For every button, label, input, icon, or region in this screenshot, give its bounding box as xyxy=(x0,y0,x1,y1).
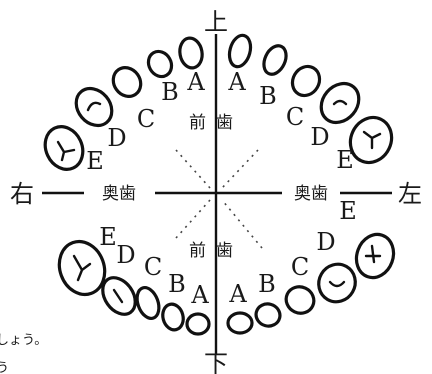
cut-text-line-1: しょう。 xyxy=(0,333,47,348)
letter-upper-right-e: E xyxy=(336,146,354,174)
tooth-upper-left-b xyxy=(144,47,176,81)
letter-upper-left-b: B xyxy=(161,78,179,106)
tooth-upper-right-b xyxy=(260,42,291,78)
letter-lower-left-a: A xyxy=(190,281,209,309)
label-left: 右 xyxy=(10,180,34,208)
label-bottom: 下 xyxy=(204,350,228,374)
letter-lower-right-a: A xyxy=(228,280,247,308)
tooth-lower-left-c xyxy=(133,285,163,322)
tooth-lower-left-a xyxy=(187,314,209,334)
letter-upper-right-a: A xyxy=(227,68,246,96)
letter-upper-right-d: D xyxy=(310,123,329,151)
tooth-upper-left-e xyxy=(38,120,89,175)
cut-text-line-2: う xyxy=(0,361,9,374)
diagonal-upper-left xyxy=(176,150,210,188)
diagonal-lower-left xyxy=(176,200,210,238)
letter-lower-left-e: E xyxy=(99,223,117,251)
letter-upper-right-b: B xyxy=(259,82,277,110)
letter-upper-right-c: C xyxy=(286,103,304,131)
tooth-lower-right-c xyxy=(282,282,318,317)
letter-lower-right-b: B xyxy=(258,270,276,298)
label-molar-left: 奥歯 xyxy=(102,184,136,204)
letter-upper-left-e: E xyxy=(86,147,104,175)
diagonal-upper-right xyxy=(222,150,258,188)
tooth-upper-right-a xyxy=(226,33,254,69)
letter-lower-right-c: C xyxy=(291,253,309,281)
letter-lower-left-c: C xyxy=(144,253,162,281)
letter-upper-left-d: D xyxy=(107,124,126,152)
tooth-upper-right-c xyxy=(287,62,325,101)
letter-lower-left-d: D xyxy=(116,241,135,269)
letter-lower-left-b: B xyxy=(168,270,186,298)
label-top: 上 xyxy=(204,8,228,36)
label-front-lower: 前歯 xyxy=(189,241,243,261)
tooth-lower-left-b xyxy=(160,302,186,332)
tooth-lower-right-d xyxy=(312,258,362,309)
letter-upper-left-a: A xyxy=(186,68,205,96)
tooth-upper-left-a xyxy=(178,36,205,69)
letter-upper-left-c: C xyxy=(137,105,155,133)
tooth-upper-left-c xyxy=(108,62,147,101)
tooth-lower-right-b xyxy=(254,301,283,328)
label-molar-right: 奥歯 xyxy=(294,184,328,204)
label-front-upper: 前歯 xyxy=(189,113,243,133)
tooth-lower-right-a xyxy=(228,313,252,333)
label-right: 左 xyxy=(398,180,422,208)
letter-lower-right-e: E xyxy=(339,197,357,225)
letter-lower-right-d: D xyxy=(316,228,335,256)
